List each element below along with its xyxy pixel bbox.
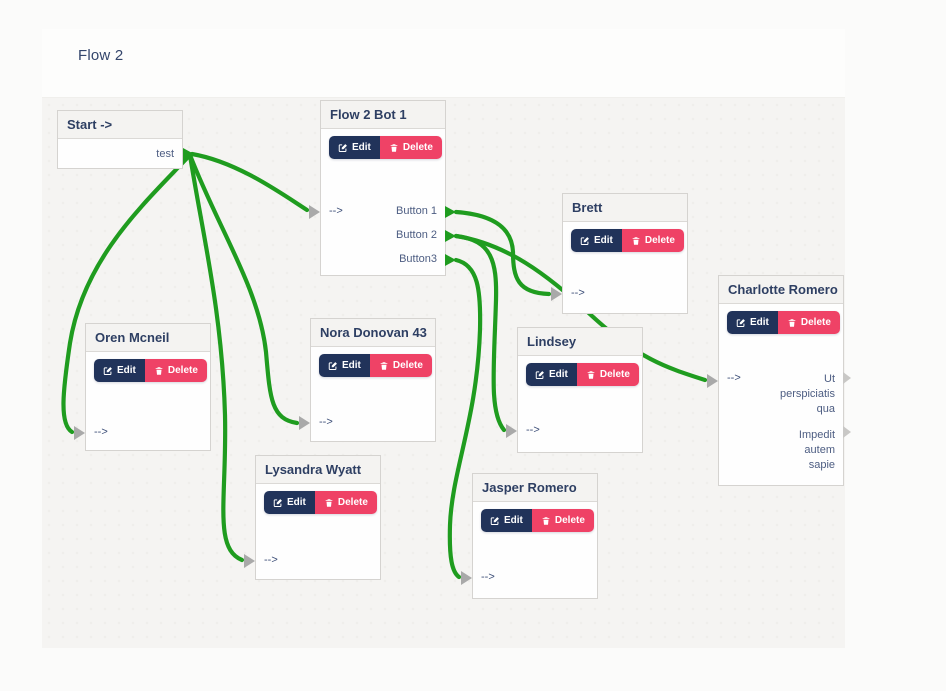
- flow-node-jasper[interactable]: Jasper Romero Edit Delete -->: [472, 473, 598, 599]
- delete-button[interactable]: Delete: [621, 229, 684, 252]
- edit-icon: [736, 318, 745, 327]
- edit-icon: [338, 143, 347, 152]
- trash-icon: [380, 361, 388, 370]
- flow-node-lindsey[interactable]: Lindsey Edit Delete -->: [517, 327, 643, 453]
- input-port-label: -->: [94, 426, 108, 438]
- flow-node-start[interactable]: Start -> test: [57, 110, 183, 169]
- input-port-label: -->: [319, 416, 333, 428]
- delete-button[interactable]: Delete: [314, 491, 377, 514]
- output-port-label-button1[interactable]: Button 1: [396, 205, 437, 217]
- edit-icon: [273, 498, 282, 507]
- input-port-label: -->: [481, 571, 495, 583]
- connection-button2-to-lindsey[interactable]: [453, 233, 507, 433]
- edit-icon: [535, 370, 544, 379]
- node-title-jasper[interactable]: Jasper Romero: [473, 474, 597, 502]
- flow-node-brett[interactable]: Brett Edit Delete -->: [562, 193, 688, 314]
- output-port-label-button3[interactable]: Button3: [399, 253, 437, 265]
- delete-button[interactable]: Delete: [531, 509, 594, 532]
- trash-icon: [542, 516, 550, 525]
- connection-start-to-oren[interactable]: [61, 152, 193, 435]
- connection-button1-to-brett[interactable]: [453, 209, 552, 297]
- edit-button[interactable]: Edit: [481, 509, 532, 532]
- edit-button[interactable]: Edit: [329, 136, 380, 159]
- connection-button2-to-charlotte[interactable]: [453, 233, 708, 383]
- node-title-oren[interactable]: Oren Mcneil: [86, 324, 210, 352]
- flow-node-charlotte[interactable]: Charlotte Romero Edit Delete --> Ut pers…: [718, 275, 844, 486]
- connection-start-to-lysandra[interactable]: [187, 152, 245, 563]
- trash-icon: [155, 366, 163, 375]
- trash-icon: [788, 318, 796, 327]
- delete-button[interactable]: Delete: [777, 311, 840, 334]
- node-title-start[interactable]: Start ->: [58, 111, 182, 139]
- output-port-label-impedit[interactable]: Impedit autem sapie: [798, 429, 835, 471]
- connection-start-to-nora[interactable]: [187, 152, 300, 426]
- node-title-lindsey[interactable]: Lindsey: [518, 328, 642, 356]
- connection-button3-to-jasper[interactable]: [447, 257, 483, 580]
- input-port-label: -->: [526, 424, 540, 436]
- edit-button[interactable]: Edit: [526, 363, 577, 386]
- flow-node-flow2bot1[interactable]: Flow 2 Bot 1 Edit Delete --> Button 1 Bu…: [320, 100, 446, 276]
- delete-button[interactable]: Delete: [369, 354, 432, 377]
- edit-button[interactable]: Edit: [264, 491, 315, 514]
- input-port-label: -->: [264, 554, 278, 566]
- page-title: Flow 2: [78, 47, 124, 64]
- input-port-label: -->: [727, 372, 741, 384]
- trash-icon: [587, 370, 595, 379]
- delete-button[interactable]: Delete: [576, 363, 639, 386]
- edit-button[interactable]: Edit: [727, 311, 778, 334]
- output-port-label-ut[interactable]: Ut perspiciatis qua: [779, 373, 835, 415]
- edit-icon: [103, 366, 112, 375]
- node-title-nora[interactable]: Nora Donovan 43: [311, 319, 435, 347]
- input-port-label: -->: [329, 205, 343, 217]
- trash-icon: [325, 498, 333, 507]
- edit-icon: [580, 236, 589, 245]
- node-title-lysandra[interactable]: Lysandra Wyatt: [256, 456, 380, 484]
- trash-icon: [632, 236, 640, 245]
- flow-node-lysandra[interactable]: Lysandra Wyatt Edit Delete -->: [255, 455, 381, 580]
- node-title-brett[interactable]: Brett: [563, 194, 687, 222]
- edit-button[interactable]: Edit: [94, 359, 145, 382]
- trash-icon: [390, 143, 398, 152]
- node-title-charlotte[interactable]: Charlotte Romero: [719, 276, 843, 304]
- flow-node-oren[interactable]: Oren Mcneil Edit Delete -->: [85, 323, 211, 451]
- edit-icon: [490, 516, 499, 525]
- edit-icon: [328, 361, 337, 370]
- output-port-label-test[interactable]: test: [156, 147, 174, 160]
- flow-node-nora[interactable]: Nora Donovan 43 Edit Delete -->: [310, 318, 436, 442]
- edit-button[interactable]: Edit: [571, 229, 622, 252]
- input-port-label: -->: [571, 287, 585, 299]
- delete-button[interactable]: Delete: [144, 359, 207, 382]
- delete-button[interactable]: Delete: [379, 136, 442, 159]
- flow-header-bar: Flow 2: [42, 29, 845, 98]
- connection-start-to-flow2bot1[interactable]: [189, 151, 310, 213]
- output-port-label-button2[interactable]: Button 2: [396, 229, 437, 241]
- node-title-flow2bot1[interactable]: Flow 2 Bot 1: [321, 101, 445, 129]
- edit-button[interactable]: Edit: [319, 354, 370, 377]
